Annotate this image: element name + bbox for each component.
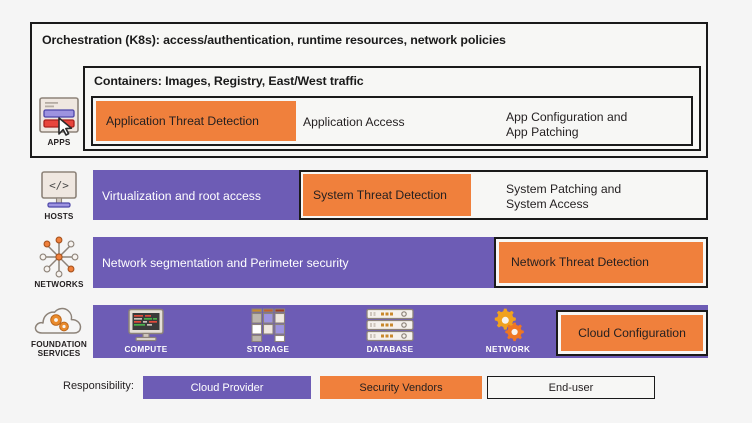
foundation-item-database: DATABASE bbox=[344, 308, 436, 354]
foundation-storage-caption: STORAGE bbox=[246, 345, 290, 354]
system-threat-detection-label: System Threat Detection bbox=[313, 187, 447, 202]
foundation-compute-caption: COMPUTE bbox=[124, 345, 168, 354]
network-threat-detection-label: Network Threat Detection bbox=[511, 255, 649, 270]
legend-chip-security-vendors-label: Security Vendors bbox=[359, 381, 443, 394]
network-hub-nodes-icon bbox=[37, 236, 81, 278]
foundation-database-caption: DATABASE bbox=[366, 345, 414, 354]
networks-icon-caption: NETWORKS bbox=[34, 280, 84, 289]
app-configuration-patching-label: App Configuration and App Patching bbox=[506, 110, 627, 140]
app-config-line2: App Patching bbox=[506, 124, 579, 139]
application-threat-detection-label: Application Threat Detection bbox=[106, 113, 259, 128]
storage-blocks-icon bbox=[245, 308, 291, 342]
legend-chip-cloud-provider[interactable]: Cloud Provider bbox=[143, 376, 311, 399]
server-rack-icon bbox=[362, 308, 418, 342]
desktop-monitor-icon bbox=[123, 308, 169, 342]
foundation-services-icon-cell: FOUNDATION SERVICES bbox=[22, 304, 96, 360]
system-patch-line1: System Patching and bbox=[506, 182, 622, 196]
hosts-icon-caption: HOSTS bbox=[44, 212, 74, 221]
legend-chip-cloud-provider-label: Cloud Provider bbox=[190, 381, 264, 394]
orchestration-label: Orchestration (K8s): access/authenticati… bbox=[42, 33, 506, 47]
system-threat-detection-box[interactable]: System Threat Detection bbox=[303, 174, 471, 216]
app-config-line1: App Configuration and bbox=[506, 110, 628, 124]
apps-icon-caption: APPS bbox=[47, 138, 71, 147]
network-threat-detection-fill: Network Threat Detection bbox=[499, 242, 703, 283]
cloud-configuration-box[interactable]: Cloud Configuration bbox=[556, 310, 708, 356]
legend-chip-end-user[interactable]: End-user bbox=[487, 376, 655, 399]
legend: Responsibility: Cloud Provider Security … bbox=[0, 376, 752, 400]
hosts-virtualization-label: Virtualization and root access bbox=[102, 189, 261, 203]
foundation-item-storage: STORAGE bbox=[222, 308, 314, 354]
app-window-cursor-icon bbox=[37, 96, 81, 136]
containers-label: Containers: Images, Registry, East/West … bbox=[94, 74, 364, 88]
legend-chip-end-user-label: End-user bbox=[548, 381, 594, 394]
legend-chip-security-vendors[interactable]: Security Vendors bbox=[320, 376, 482, 399]
system-patching-access-label: System Patching and System Access bbox=[506, 182, 621, 212]
system-patch-line2: System Access bbox=[506, 196, 589, 211]
foundation-network-caption: NETWORK bbox=[485, 345, 531, 354]
cloud-configuration-fill: Cloud Configuration bbox=[561, 315, 703, 351]
svg-text:</>: </> bbox=[49, 179, 69, 192]
foundation-item-compute: COMPUTE bbox=[100, 308, 192, 354]
cloud-configuration-label: Cloud Configuration bbox=[578, 325, 686, 340]
hosts-icon-cell: </> HOSTS bbox=[28, 170, 90, 222]
application-access-label: Application Access bbox=[303, 115, 405, 129]
foundation-caption-line1: FOUNDATION bbox=[31, 340, 87, 349]
gears-icon bbox=[486, 306, 530, 342]
network-threat-detection-box[interactable]: Network Threat Detection bbox=[494, 237, 708, 288]
foundation-caption-line2: SERVICES bbox=[37, 349, 81, 359]
networks-icon-cell: NETWORKS bbox=[28, 236, 90, 290]
cloud-gears-icon bbox=[33, 304, 85, 338]
apps-icon-cell: APPS bbox=[28, 96, 90, 152]
foundation-item-network: NETWORK bbox=[462, 306, 554, 354]
monitor-code-icon: </> bbox=[38, 170, 80, 210]
application-threat-detection-box[interactable]: Application Threat Detection bbox=[96, 101, 296, 141]
network-segmentation-label: Network segmentation and Perimeter secur… bbox=[102, 256, 349, 270]
foundation-services-icon-caption: FOUNDATION SERVICES bbox=[31, 340, 87, 358]
legend-label: Responsibility: bbox=[63, 380, 134, 392]
